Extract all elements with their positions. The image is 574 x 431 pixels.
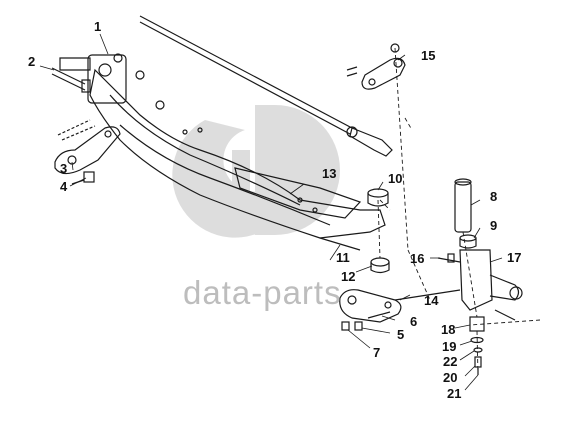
tie-rod bbox=[139, 15, 393, 157]
callout-7[interactable]: 7 bbox=[373, 345, 381, 360]
callout-9[interactable]: 9 bbox=[490, 218, 498, 233]
callout-1[interactable]: 1 bbox=[94, 19, 102, 34]
knuckle-bolt bbox=[437, 253, 461, 263]
kingpin-bolt bbox=[51, 67, 91, 93]
right-tie-rod-arm bbox=[346, 43, 406, 90]
leader-lines bbox=[39, 33, 503, 391]
left-steering-arm bbox=[54, 119, 121, 175]
callout-8[interactable]: 8 bbox=[490, 189, 498, 204]
left-knuckle bbox=[59, 53, 165, 110]
steering-knuckle bbox=[459, 249, 523, 321]
kingpin bbox=[454, 178, 472, 233]
assembly-lines bbox=[377, 47, 541, 376]
callout-5[interactable]: 5 bbox=[397, 327, 405, 342]
callout-14[interactable]: 14 bbox=[424, 293, 439, 308]
watermark-text: data-parts bbox=[183, 274, 342, 311]
thrust-washer bbox=[370, 257, 390, 274]
callout-18[interactable]: 18 bbox=[441, 322, 456, 337]
callout-13[interactable]: 13 bbox=[322, 166, 337, 181]
upper-sleeve bbox=[459, 234, 477, 249]
callout-15[interactable]: 15 bbox=[421, 48, 436, 63]
line-art bbox=[39, 15, 541, 391]
axle-beam bbox=[89, 68, 386, 239]
callout-11[interactable]: 11 bbox=[336, 250, 350, 265]
callout-16[interactable]: 16 bbox=[410, 251, 425, 266]
watermark-logo bbox=[172, 105, 340, 238]
lower-steering-arm bbox=[339, 289, 461, 323]
callout-21[interactable]: 21 bbox=[447, 386, 462, 401]
callout-12[interactable]: 12 bbox=[341, 269, 356, 284]
callout-22[interactable]: 22 bbox=[443, 354, 458, 369]
kingpin-bushing bbox=[367, 188, 389, 207]
left-nut bbox=[71, 171, 95, 185]
callout-19[interactable]: 19 bbox=[442, 339, 457, 354]
callout-20[interactable]: 20 bbox=[443, 370, 458, 385]
callout-3[interactable]: 3 bbox=[60, 161, 68, 176]
callout-10[interactable]: 10 bbox=[388, 171, 403, 186]
callout-2[interactable]: 2 bbox=[28, 54, 36, 69]
callout-4[interactable]: 4 bbox=[60, 179, 68, 194]
callout-6[interactable]: 6 bbox=[410, 314, 418, 329]
callout-17[interactable]: 17 bbox=[507, 250, 522, 265]
lock-pin bbox=[319, 237, 361, 251]
lower-fasteners bbox=[341, 311, 391, 331]
